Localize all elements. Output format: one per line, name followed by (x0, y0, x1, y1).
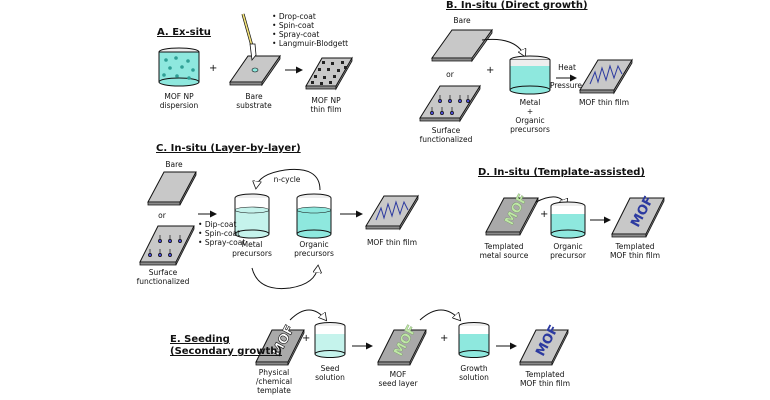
organic-precursor-beaker (296, 193, 332, 239)
mof-np-dispersion-beaker (158, 47, 200, 87)
growth-solution-beaker (458, 322, 490, 358)
panel-e-title: E. Seeding (Secondary growth) (170, 334, 282, 357)
plus-e1: + (302, 333, 311, 344)
templated-metal-source: MOF (485, 192, 539, 236)
or-label-c: or (158, 211, 166, 220)
plus-a: + (209, 63, 218, 74)
panel-c-methods: Dip-coat Spin-coat Spray-coat (198, 220, 245, 247)
mof-np-thin-film (305, 56, 353, 91)
n-cycle-label: n-cycle (273, 175, 301, 184)
bare-label-b: Bare (453, 16, 471, 25)
mof-thin-film-b (579, 58, 633, 95)
panel-a-methods: Drop-coat Spin-coat Spray-coat Langmuir-… (272, 12, 348, 48)
plus-e2: + (440, 333, 449, 344)
method-langmuir-blodgett: Langmuir-Blodgett (272, 39, 348, 48)
bare-label-c: Bare (165, 160, 183, 169)
plus-b: + (486, 65, 495, 76)
panel-b (419, 28, 633, 123)
heat-label: Heat (558, 63, 576, 72)
method-drop-coat: Drop-coat (272, 12, 348, 21)
film-label-c: MOF thin film (366, 238, 418, 247)
mof-seed-layer: MOF (377, 323, 427, 366)
cycle-arrow-bottom (251, 266, 318, 290)
precursor-beaker-b (509, 55, 551, 95)
curved-arrow-e1 (289, 309, 326, 320)
bare-substrate-slab (229, 54, 281, 87)
mof-thin-film-c (365, 194, 419, 231)
panel-b-title: B. In-situ (Direct growth) (446, 0, 588, 11)
cycle-arrow-top (256, 168, 321, 191)
curved-arrow-e2 (419, 309, 460, 320)
curved-arrow-b (481, 38, 525, 56)
panel-a-title: A. Ex-situ (157, 27, 211, 38)
panel-e: MOF MOF MOF (255, 309, 569, 366)
film-label-b: MOF thin film (578, 98, 630, 107)
method-spin-coat: Spin-coat (272, 21, 348, 30)
functionalized-substrate-c (139, 225, 195, 266)
bare-substrate-b (431, 28, 493, 63)
functionalized-substrate-b (419, 84, 481, 123)
method-dip-coat: Dip-coat (198, 220, 245, 229)
method-spray-coat-c: Spray-coat (198, 238, 245, 247)
dropper-icon (241, 13, 257, 61)
panel-c (139, 168, 419, 290)
organic-precursor-beaker-d (550, 201, 586, 239)
panel-d: MOF MOF (485, 192, 665, 239)
seed-solution-beaker (314, 322, 346, 358)
or-label-b: or (446, 70, 454, 79)
method-spin-coat-c: Spin-coat (198, 229, 245, 238)
bare-substrate-c (147, 171, 197, 206)
panel-c-title: C. In-situ (Layer-by-layer) (156, 143, 301, 154)
plus-d: + (540, 209, 549, 220)
templated-mof-film-e: MOF (519, 323, 569, 366)
panel-a (158, 13, 353, 91)
method-spray-coat: Spray-coat (272, 30, 348, 39)
pressure-label: Pressure (549, 81, 583, 90)
templated-mof-film-d: MOF (611, 194, 665, 238)
panel-d-title: D. In-situ (Template-assisted) (478, 167, 645, 178)
